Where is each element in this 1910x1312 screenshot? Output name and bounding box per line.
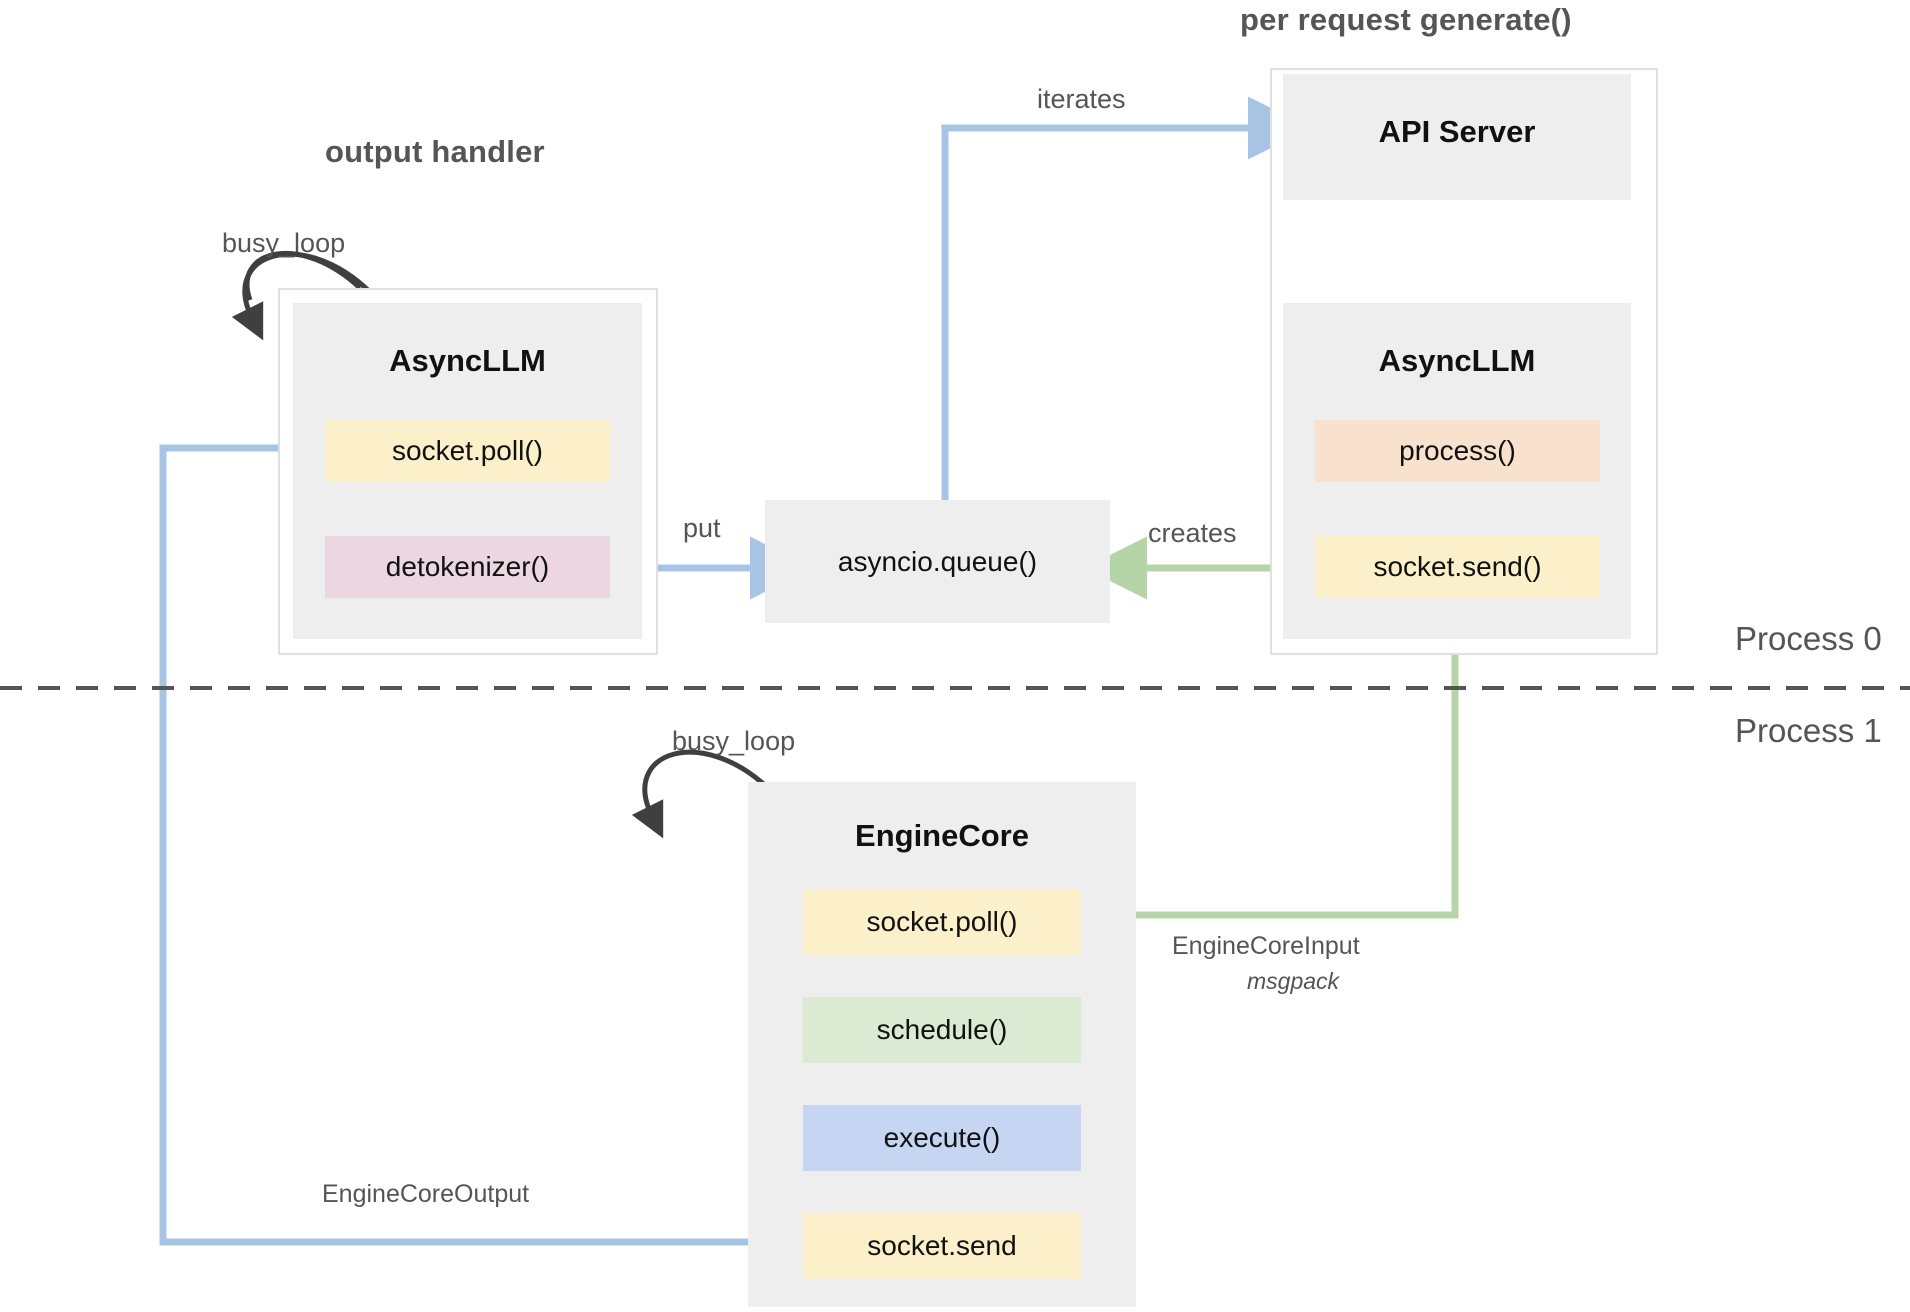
process-label-0: Process 0 [1735,620,1882,657]
edge-label-iterates: iterates [1037,84,1126,114]
slot-schedule[interactable]: schedule() [803,997,1081,1063]
slot-socket-send-core[interactable]: socket.send [803,1213,1081,1279]
edge-label-engine-core-input: EngineCoreInput [1172,932,1360,960]
process-label-1: Process 1 [1735,712,1882,749]
edge-label-put: put [683,513,721,543]
edge-label-busy-loop-left: busy_loop [222,228,346,258]
group-title-per-request: per request generate() [1240,2,1572,37]
group-title-output-handler: output handler [325,134,545,169]
node-engine-core[interactable]: EngineCore socket.poll() schedule() exec… [748,782,1136,1307]
slot-socket-poll-left[interactable]: socket.poll() [325,420,610,482]
edge-label-creates: creates [1148,518,1237,548]
node-async-llm-left[interactable]: AsyncLLM socket.poll() detokenizer() [293,303,642,639]
slot-execute[interactable]: execute() [803,1105,1081,1171]
iterates-arrow [941,96,1311,505]
node-title-async-llm-right: AsyncLLM [1378,343,1536,378]
node-title-api-server: API Server [1378,114,1536,149]
slot-process[interactable]: process() [1315,420,1600,482]
node-api-server[interactable]: API Server [1283,74,1631,200]
node-asyncio-queue[interactable]: asyncio.queue() [765,500,1110,623]
edge-label-busy-loop-core: busy_loop [672,726,796,756]
node-title-engine-core: EngineCore [855,818,1029,853]
node-async-llm-right[interactable]: AsyncLLM process() socket.send() [1283,303,1631,639]
node-title-async-llm-left: AsyncLLM [389,343,546,378]
slot-detokenizer[interactable]: detokenizer() [325,536,610,598]
edge-label-engine-core-input-sub: msgpack [1247,968,1340,994]
slot-socket-poll-core[interactable]: socket.poll() [803,889,1081,955]
edge-label-engine-core-output: EngineCoreOutput [322,1180,530,1208]
slot-socket-send-right[interactable]: socket.send() [1315,536,1600,598]
